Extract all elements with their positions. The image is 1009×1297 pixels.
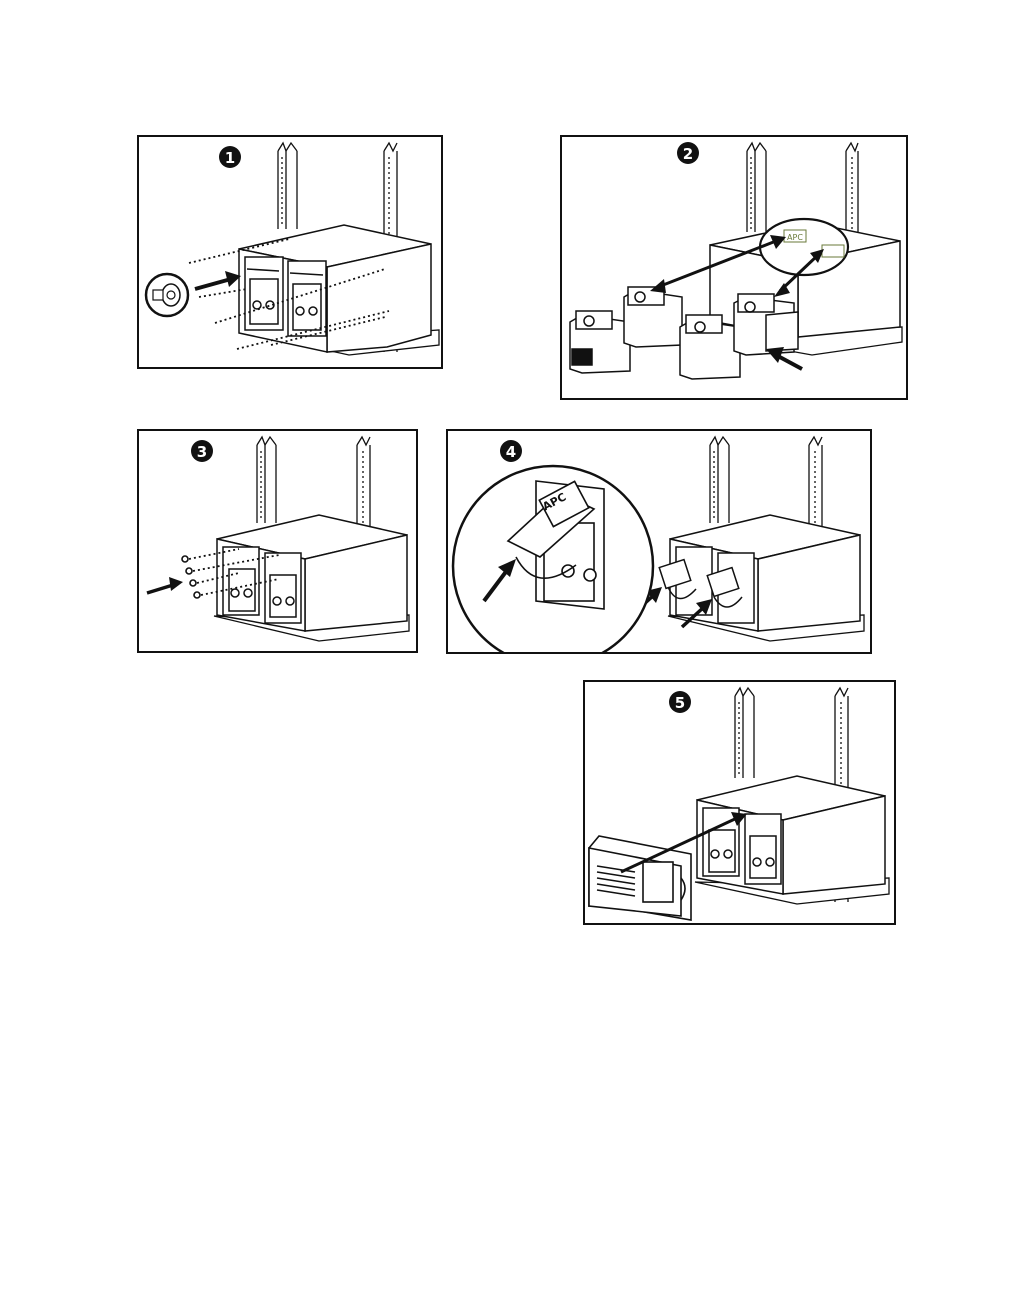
- step-1-panel: 1: [137, 135, 443, 369]
- step-number: 2: [683, 145, 693, 163]
- step-number: 3: [197, 443, 207, 461]
- screw-icon: [182, 556, 200, 598]
- ups-chassis-icon: [217, 515, 407, 631]
- screw-icon: [146, 274, 188, 316]
- arrow-icon: [195, 271, 241, 289]
- step-number: 1: [225, 149, 235, 167]
- step-4-panel: APC 4: [446, 429, 872, 654]
- step-number: 5: [675, 694, 685, 712]
- battery-module-icon: [570, 287, 798, 379]
- ups-chassis-icon: [697, 776, 885, 894]
- step-3-panel: 3: [137, 429, 418, 653]
- step-5-panel: 5: [583, 680, 896, 925]
- step-number: 4: [506, 443, 516, 461]
- arrow-icon: [147, 577, 183, 593]
- svg-text:APC: APC: [787, 233, 803, 242]
- step-2-panel: APC 2: [560, 135, 908, 400]
- front-bezel-icon: [589, 836, 691, 920]
